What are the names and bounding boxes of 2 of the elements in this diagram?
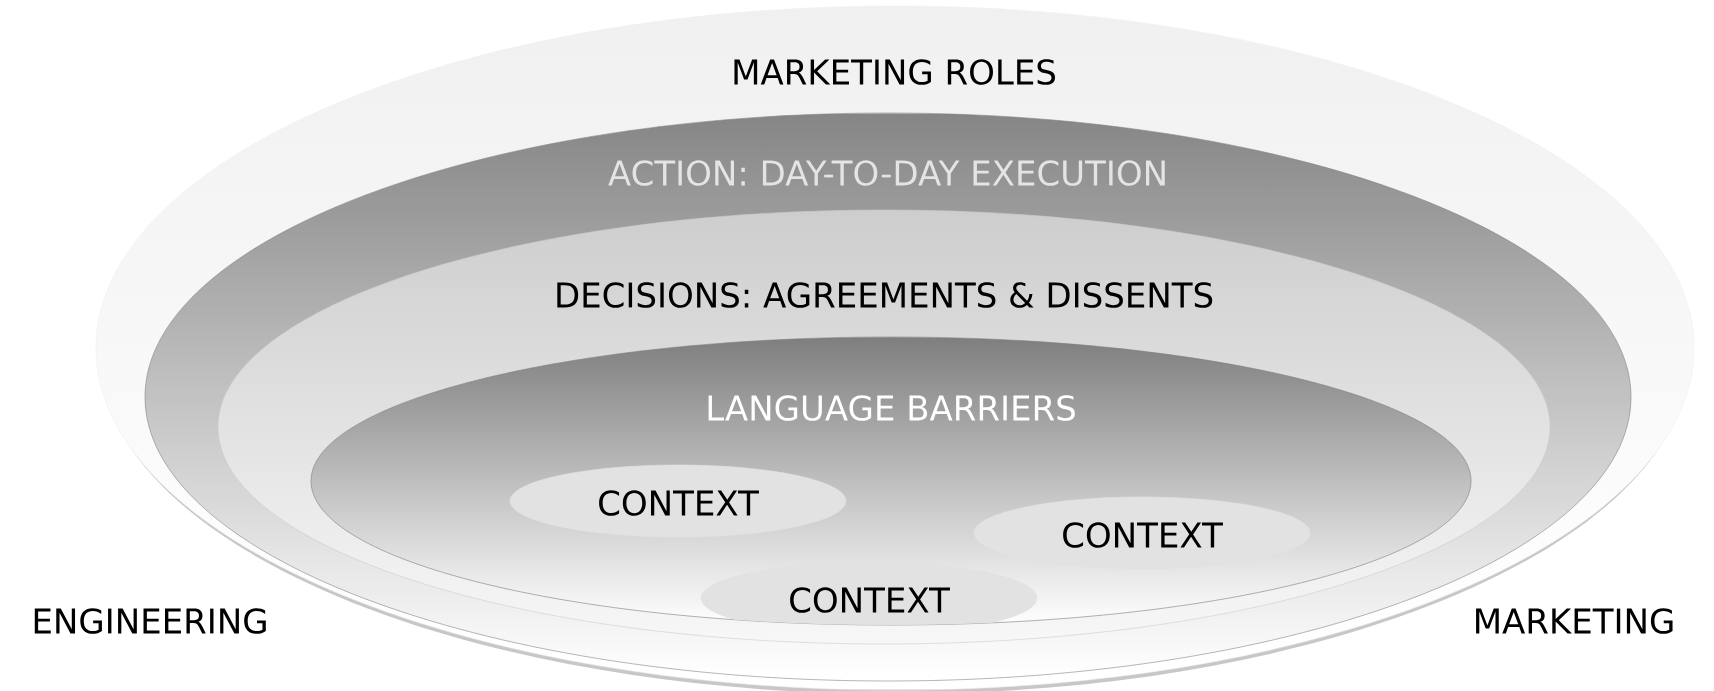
node-label: CONTEXT bbox=[790, 587, 950, 613]
node-label: CONTEXT bbox=[1063, 522, 1223, 548]
